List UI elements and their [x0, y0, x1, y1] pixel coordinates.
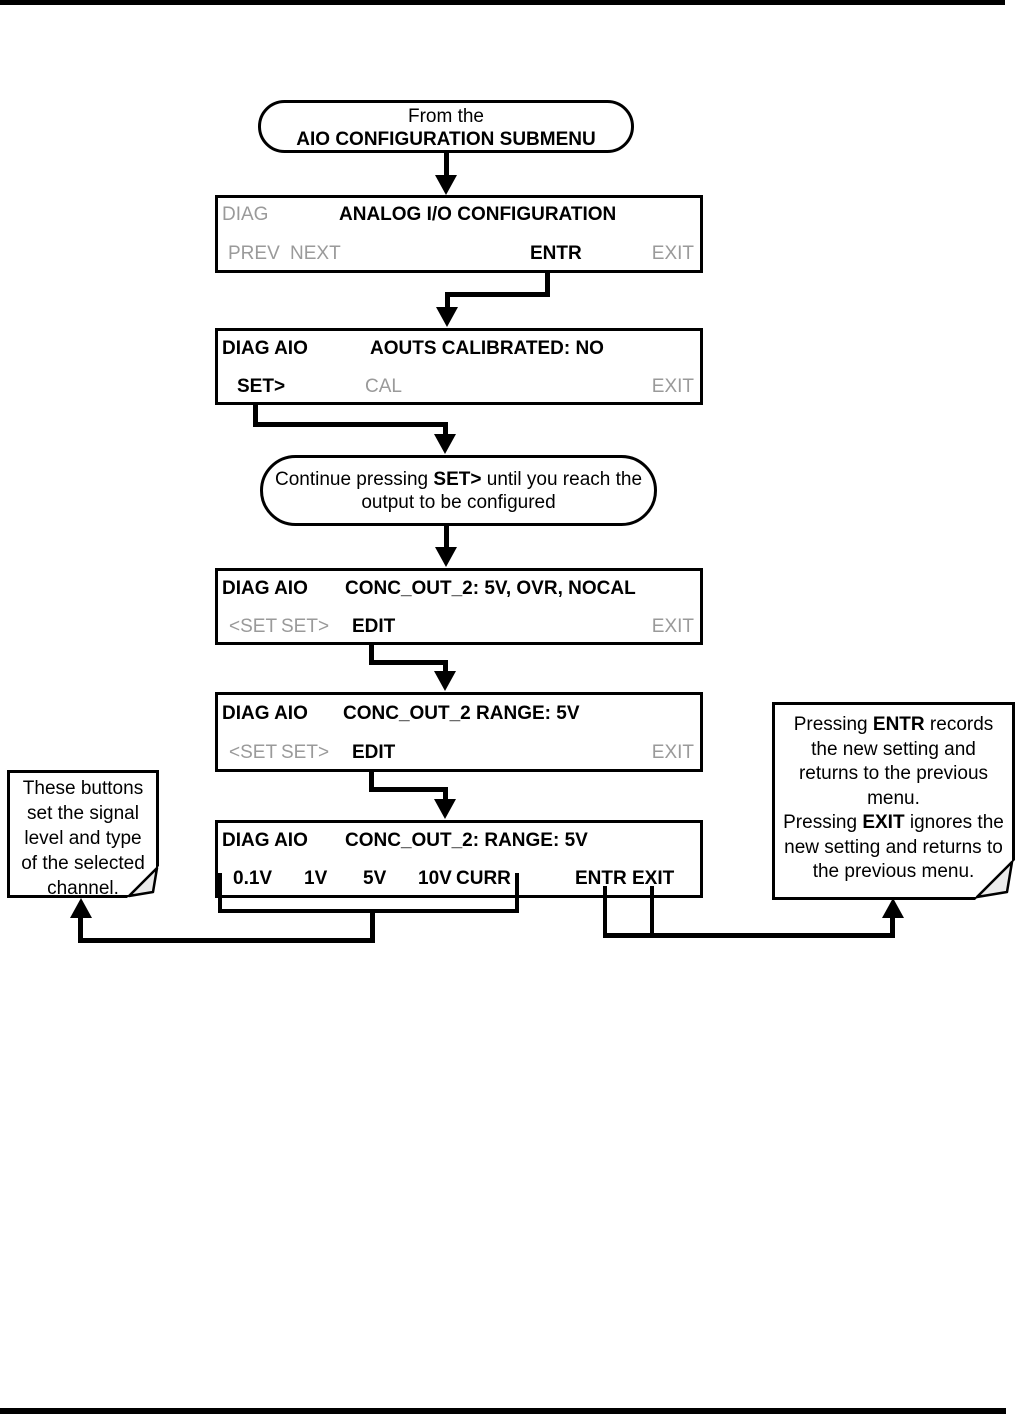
connector-bracket-stem: [370, 909, 375, 943]
note-line: the new setting and: [811, 738, 976, 760]
display-screen-conc-out-2: DIAG AIO CONC_OUT_2: 5V, OVR, NOCAL <SET…: [215, 568, 703, 645]
arrowhead-down: [435, 175, 457, 195]
key-entr: ENTR: [575, 868, 627, 889]
note-line: returns to the previous: [798, 763, 989, 784]
arrowhead-down: [435, 547, 457, 567]
connector-edit-seg: [369, 660, 448, 665]
key-0-1v: 0.1V: [233, 868, 273, 889]
start-terminal-line2: AIO CONFIGURATION SUBMENU: [296, 129, 596, 150]
mode-label: DIAG AIO: [222, 703, 308, 724]
screen-title: CONC_OUT_2 RANGE: 5V: [343, 703, 580, 724]
key-set: SET>: [237, 376, 286, 397]
connector-set-seg: [253, 422, 448, 427]
page-bottom-rule: [0, 1408, 1006, 1414]
entr-key-lead: [603, 886, 607, 938]
note-line: channel.: [47, 878, 119, 899]
screen-title: AOUTS CALIBRATED: NO: [370, 338, 604, 359]
note-entr-exit: Pressing ENTR records the new setting an…: [772, 702, 1015, 900]
connector-entr-seg: [445, 292, 550, 297]
key-entr: ENTR: [530, 243, 582, 264]
arrowhead-down: [434, 671, 456, 691]
note-fold-corner-icon: [127, 866, 159, 898]
connector-edit2-seg: [369, 771, 374, 792]
key-exit: EXIT: [651, 616, 694, 637]
connector-to-right-note: [890, 916, 895, 938]
key-set-right: SET>: [281, 742, 330, 763]
connector-set-seg: [443, 422, 448, 438]
display-screen-analog-io-config: DIAG ANALOG I/O CONFIGURATION PREV NEXT …: [215, 195, 703, 273]
note-line: menu.: [867, 787, 920, 809]
key-prev: PREV: [228, 243, 280, 264]
connector-edit-seg: [443, 660, 448, 676]
connector-start-screen1: [444, 151, 449, 178]
arrowhead-down: [434, 434, 456, 454]
key-edit: EDIT: [352, 742, 396, 763]
mode-label: DIAG: [222, 204, 269, 225]
connector-set-seg: [253, 404, 258, 427]
key-set-left: <SET: [229, 616, 278, 637]
key-curr: CURR: [456, 868, 511, 889]
key-exit: EXIT: [632, 868, 675, 889]
note-signal-level: These buttons set the signal level and t…: [7, 770, 159, 899]
note-key-exit: EXIT: [862, 812, 905, 833]
mode-label: DIAG AIO: [222, 830, 308, 851]
range-keys-bracket-tick: [515, 873, 519, 913]
range-keys-bracket: [218, 909, 519, 913]
page-top-rule: [0, 0, 1005, 5]
screen-title: CONC_OUT_2: RANGE: 5V: [345, 830, 588, 851]
key-next: NEXT: [290, 243, 341, 264]
instruction-line2: output to be configured: [361, 492, 556, 513]
range-keys-bracket-tick: [218, 873, 222, 913]
display-screen-conc-out-2-range: DIAG AIO CONC_OUT_2 RANGE: 5V <SET SET> …: [215, 692, 703, 772]
note-line: the previous menu.: [812, 861, 975, 882]
connector-to-right-note: [603, 933, 895, 938]
screen-title: CONC_OUT_2: 5V, OVR, NOCAL: [345, 578, 636, 599]
connector-edit2-seg: [443, 787, 448, 801]
key-set-right: SET>: [281, 616, 330, 637]
note-line: These buttons: [22, 778, 144, 799]
note-line: set the signal: [27, 803, 139, 824]
key-set-left: <SET: [229, 742, 278, 763]
note-line: Pressing EXIT ignores the: [783, 812, 1004, 833]
instruction-line1: Continue pressing SET> until you reach t…: [274, 469, 643, 490]
key-exit: EXIT: [651, 376, 694, 397]
connector-edit-seg: [369, 644, 374, 665]
key-10v: 10V: [418, 868, 452, 889]
screen-title: ANALOG I/O CONFIGURATION: [339, 204, 617, 225]
mode-label: DIAG AIO: [222, 578, 308, 599]
connector-entr-seg: [445, 292, 450, 310]
display-screen-aouts-calibrated: DIAG AIO AOUTS CALIBRATED: NO SET> CAL E…: [215, 328, 703, 405]
mode-label: DIAG AIO: [222, 338, 308, 359]
arrowhead-up: [70, 898, 92, 918]
key-exit: EXIT: [651, 243, 694, 264]
key-edit: EDIT: [352, 616, 396, 637]
arrowhead-up: [882, 898, 904, 918]
note-line: new setting and returns to: [784, 836, 1003, 858]
key-5v: 5V: [363, 868, 387, 889]
display-screen-range-edit: DIAG AIO CONC_OUT_2: RANGE: 5V 0.1V 1V 5…: [215, 820, 703, 898]
note-key-entr: ENTR: [872, 714, 925, 735]
connector-to-left-note: [78, 938, 375, 943]
arrowhead-down: [436, 307, 458, 327]
key-exit: EXIT: [651, 742, 694, 763]
start-terminal: From the AIO CONFIGURATION SUBMENU: [258, 100, 634, 153]
note-line: Pressing ENTR records: [793, 714, 994, 735]
key-cal: CAL: [365, 376, 402, 397]
connector-edit2-seg: [369, 787, 448, 792]
instruction-key-set: SET>: [433, 469, 482, 490]
exit-key-lead: [650, 886, 654, 938]
connector-continue-screen3: [444, 524, 449, 550]
note-line: level and type: [24, 828, 142, 849]
connector-entr-seg: [545, 272, 550, 297]
note-fold-corner-icon: [975, 860, 1015, 900]
connector-to-left-note: [78, 917, 83, 943]
key-1v: 1V: [304, 868, 328, 889]
note-line: of the selected: [21, 853, 145, 874]
arrowhead-down: [434, 799, 456, 819]
instruction-terminal: Continue pressing SET> until you reach t…: [260, 455, 657, 526]
start-terminal-line1: From the: [407, 106, 485, 127]
